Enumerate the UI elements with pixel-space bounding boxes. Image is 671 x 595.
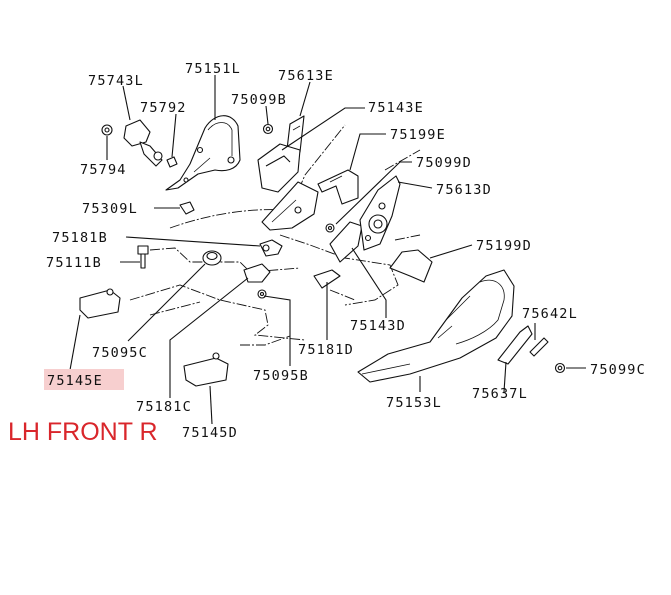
leader-lines <box>69 75 586 425</box>
label-75792: 75792 <box>140 100 187 116</box>
label-75309l: 75309L <box>82 201 138 217</box>
label-75642l: 75642L <box>522 306 578 322</box>
label-75099b: 75099B <box>231 92 287 108</box>
label-75151l: 75151L <box>185 61 241 77</box>
part-75199e-cover <box>317 169 359 205</box>
part-75145d-cover <box>183 352 229 387</box>
label-75613d: 75613D <box>436 182 492 198</box>
part-75613d-mechanism <box>359 175 401 251</box>
label-75095b: 75095B <box>253 368 309 384</box>
highlight-box-75145e <box>44 369 124 390</box>
part-75099d-screw <box>325 223 335 233</box>
label-75095c: 75095C <box>92 345 148 361</box>
label-75199e: 75199E <box>390 127 446 143</box>
part-75095b-screw <box>257 289 267 299</box>
label-75743l: 75743L <box>88 73 144 89</box>
label-75794: 75794 <box>80 162 127 178</box>
part-75181c-switch <box>243 263 271 283</box>
label-75143e: 75143E <box>368 100 424 116</box>
label-75099c: 75099C <box>590 362 646 378</box>
part-75099b-screw <box>262 123 274 135</box>
label-75111b: 75111B <box>46 255 102 271</box>
part-75181b-connector <box>259 239 283 257</box>
part-75099c-screw <box>554 362 566 374</box>
part-labels: 75743L 75151L 75613E 75792 75099B 75143E… <box>46 61 646 441</box>
part-75794-nut <box>101 124 113 136</box>
caption-lh-front-r: LH FRONT R <box>8 418 158 446</box>
label-75153l: 75153L <box>386 395 442 411</box>
label-75181d: 75181D <box>298 342 354 358</box>
label-75181c: 75181C <box>136 399 192 415</box>
label-75143d: 75143D <box>350 318 406 334</box>
part-75792-clip <box>166 156 178 168</box>
part-75181d-connector <box>313 269 341 289</box>
part-75309l-clip <box>179 201 195 215</box>
label-75181b: 75181B <box>52 230 108 246</box>
part-75095c-cap <box>202 250 222 266</box>
part-75111b-bolt <box>137 245 149 269</box>
part-75143e-bracket <box>257 143 301 193</box>
part-hinge-plate <box>261 181 319 231</box>
part-75743l-clip <box>123 119 163 167</box>
part-75151l-shield <box>165 115 241 191</box>
part-75145e-cover <box>79 288 121 319</box>
label-75099d: 75099D <box>416 155 472 171</box>
part-75143d-bracket <box>329 221 363 263</box>
label-75613e: 75613E <box>278 68 334 84</box>
part-75153l-shield <box>357 269 515 383</box>
part-75642l-pin <box>529 337 549 357</box>
label-75145e: 75145E <box>47 373 103 389</box>
part-75199d-cover <box>389 249 433 283</box>
label-75199d: 75199D <box>476 238 532 254</box>
label-75145d: 75145D <box>182 425 238 441</box>
label-75637l: 75637L <box>472 386 528 402</box>
part-75637l-lever <box>497 325 533 365</box>
